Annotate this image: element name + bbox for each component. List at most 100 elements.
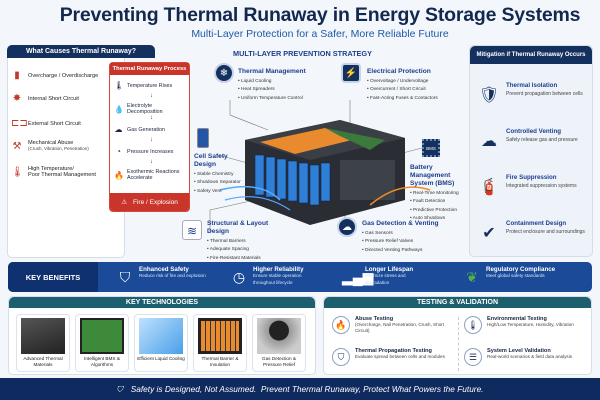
cause-sub: Poor Thermal Management xyxy=(28,172,96,178)
benefit-title: Higher Reliability xyxy=(253,266,304,273)
tech-label: Intelligent BMS & Algorithms xyxy=(84,356,120,367)
feature-gas-detection: Gas Detection & Venting Gas SensorsPress… xyxy=(362,220,439,255)
benefit-desc: Ensure stable operation throughout lifec… xyxy=(253,273,302,285)
circuit-icon: ⊏⊐ xyxy=(11,118,28,129)
tech-label: Advanced Thermal Materials xyxy=(23,356,63,367)
divider xyxy=(458,317,459,371)
step-label: Exothermic Reactions Accelerate xyxy=(127,169,180,181)
tech-card: Advanced Thermal Materials xyxy=(16,314,70,372)
feature-bms: Battery Management System (BMS) Real-Tim… xyxy=(410,164,470,223)
mitigation-item-title: Thermal Isolation xyxy=(506,82,558,89)
leaf-icon: ❦ xyxy=(466,269,478,285)
thermal-barrier-image xyxy=(198,318,242,354)
tech-card: Intelligent BMS & Algorithms xyxy=(75,314,129,372)
mitigation-item-desc: Prevent propagation between cells xyxy=(506,91,583,97)
clipboard-icon: ☰ xyxy=(464,348,482,366)
mitigation-title: Mitigation if Thermal Runaway Occurs xyxy=(470,46,592,64)
hammer-icon: ⚒ xyxy=(12,140,22,152)
mitigation-item-title: Containment Design xyxy=(506,220,567,227)
mitigation-item-title: Fire Suppression xyxy=(506,174,557,181)
gas-vent-icon: ☁ xyxy=(337,217,357,237)
step-label: Temperature Rises xyxy=(127,82,173,89)
feature-bullet: Predictive Protection xyxy=(410,207,470,215)
feature-title: Battery Management System (BMS) xyxy=(410,164,455,187)
cause-label: Internal Short Circuit xyxy=(28,95,79,102)
mitigation-item-title: Controlled Venting xyxy=(506,128,561,135)
test-desc: High/Low Temperature, Humidity, Vibratio… xyxy=(487,322,574,327)
shield-bolt-icon: ⚡ xyxy=(341,63,361,83)
feature-bullet: Adequate Spacing xyxy=(207,246,287,254)
feature-bullet: Thermal Barriers xyxy=(207,238,287,246)
warning-icon: ⚠ xyxy=(121,199,128,206)
page-subtitle: Multi-Layer Protection for a Safer, More… xyxy=(191,28,449,40)
benefit-desc: Meet global safety standards xyxy=(486,273,545,278)
process-step: ◔Pressure Increases xyxy=(114,147,173,156)
cause-item: ✸ Internal Short Circuit xyxy=(11,93,79,104)
key-technologies-panel: KEY TECHNOLOGIES Advanced Thermal Materi… xyxy=(8,296,316,375)
shield-check-icon: ⛉ xyxy=(116,383,123,394)
thermometer-icon: 🌡 xyxy=(464,316,482,334)
cause-label: Mechanical Abuse xyxy=(28,140,74,146)
clock-icon: ◷ xyxy=(232,269,246,285)
shield-flame-icon: 🛡 xyxy=(478,87,500,104)
battery-cell-icon xyxy=(197,128,209,148)
cause-label: Overcharge / Overdischarge xyxy=(28,72,99,79)
benefit-desc: Reduce risk of fire and explosion xyxy=(139,273,206,278)
burst-icon: ✸ xyxy=(12,93,22,104)
layers-icon: ≋ xyxy=(182,220,202,240)
feature-bullet: Directed Venting Pathways xyxy=(362,247,439,255)
feature-title: Thermal Management xyxy=(238,68,306,75)
benefit-desc: Minimize stress and degradation xyxy=(365,273,406,285)
feature-bullet: Heat Spreaders xyxy=(238,86,306,94)
feature-title: Electrical Protection xyxy=(367,68,431,75)
feature-bullet: Stable Chemistry xyxy=(194,171,244,179)
gas-sensor-image xyxy=(257,318,301,354)
feature-bullet: Liquid Cooling xyxy=(238,78,306,86)
venting-cloud-icon: ☁ xyxy=(481,133,497,150)
footer-text: Safety is Designed, Not Assumed. Prevent… xyxy=(130,384,484,394)
runaway-process: Thermal Runaway Process 🌡Temperature Ris… xyxy=(109,62,190,212)
result-label: Fire / Explosion xyxy=(133,198,178,206)
chip-label: BMS xyxy=(426,145,436,151)
feature-thermal-management: Thermal Management Liquid CoolingHeat Sp… xyxy=(238,68,306,103)
process-step: ☁Gas Generation xyxy=(114,125,166,134)
causes-title: What Causes Thermal Runaway? xyxy=(7,45,155,58)
feature-structural-layout: Structural & Layout Design Thermal Barri… xyxy=(207,220,287,263)
tech-card: Gas Detection & Pressure Relief xyxy=(252,314,306,372)
tech-card: Efficient Liquid Cooling xyxy=(134,314,188,372)
fire-explosion-result: ⚠ Fire / Explosion xyxy=(110,193,189,211)
feature-title: Gas Detection & Venting xyxy=(362,220,439,227)
feature-title: Cell Safety Design xyxy=(194,153,228,168)
test-title: Abuse Testing xyxy=(355,316,394,322)
test-title: Environmental Testing xyxy=(487,316,547,322)
fire-extinguisher-icon: 🧯 xyxy=(479,179,499,196)
benefits-title: KEY BENEFITS xyxy=(8,262,98,292)
page-title: Preventing Thermal Runaway in Energy Sto… xyxy=(59,4,581,26)
mitigation-item-desc: Protect enclosure and surroundings xyxy=(506,229,585,235)
thermal-materials-image xyxy=(21,318,65,354)
feature-bullet: Real-Time Monitoring xyxy=(410,190,470,198)
benefit-title: Longer Lifespan xyxy=(365,266,414,273)
mitigation-item-desc: Integrated suppression systems xyxy=(506,183,577,189)
test-title: System Level Validation xyxy=(487,348,551,354)
technologies-title: KEY TECHNOLOGIES xyxy=(9,297,315,308)
feature-title: Structural & Layout Design xyxy=(207,220,269,235)
feature-bullet: Shutdown Separator xyxy=(194,179,244,187)
tech-card: Thermal Barrier & Insulation xyxy=(193,314,247,372)
feature-bullet: Uniform Temperature Control xyxy=(238,95,306,103)
causes-panel xyxy=(7,45,125,258)
feature-bullet: Gas Sensors xyxy=(362,230,439,238)
feature-bullet: Fire-Resistant Materials xyxy=(207,255,287,263)
strategy-title: MULTI-LAYER PREVENTION STRATEGY xyxy=(233,49,372,58)
thermometer-icon: 🌡 xyxy=(114,81,125,90)
step-label: Pressure Increases xyxy=(127,148,174,155)
